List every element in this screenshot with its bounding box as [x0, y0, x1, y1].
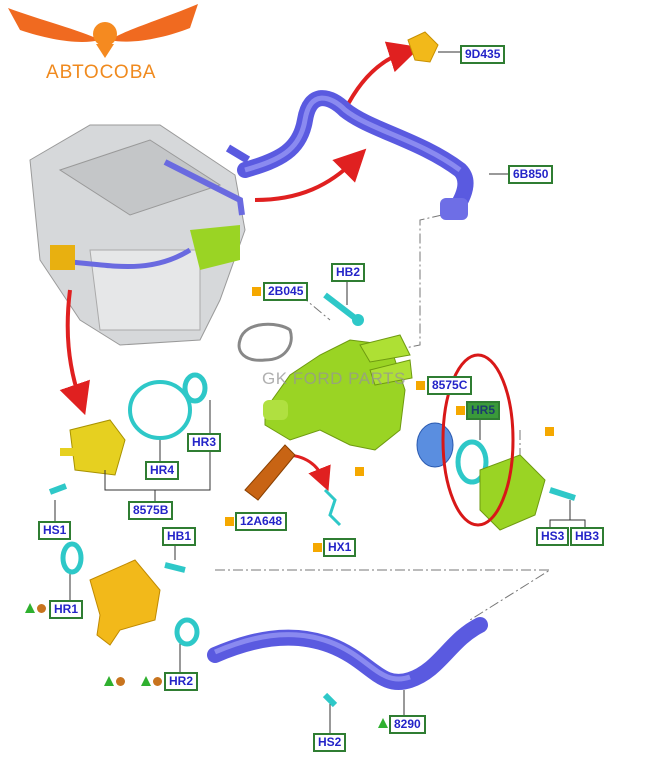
arrow-icon	[343, 41, 421, 111]
marker-triangle-icon	[25, 603, 35, 613]
clip-9d435	[407, 31, 439, 63]
logo-owl-icon	[8, 4, 198, 58]
ring-hr3	[182, 372, 208, 404]
part-label-hs1[interactable]: HS1	[38, 521, 72, 540]
part-label-hr2[interactable]: HR2	[164, 672, 199, 691]
highlight-circle	[441, 353, 515, 527]
marker-square-icon	[545, 427, 554, 436]
gasket-2b045	[237, 322, 293, 362]
part-label-hb1[interactable]: HB1	[162, 527, 197, 546]
marker-triangle-icon	[378, 718, 388, 728]
bolt-hb2	[323, 292, 357, 321]
part-label-hb2[interactable]: HB2	[331, 263, 366, 282]
bolt-hs1	[48, 483, 68, 495]
hose-8290	[207, 617, 488, 690]
ring-hr5	[455, 439, 489, 485]
bolt-hb1	[164, 562, 186, 573]
marker-square-icon	[416, 381, 425, 390]
marker-circle-icon	[37, 604, 46, 613]
part-label-hr3[interactable]: HR3	[187, 433, 222, 452]
hose-6b850	[225, 90, 474, 220]
part-label-8575b[interactable]: 8575B	[128, 501, 174, 520]
part-label-hr4[interactable]: HR4	[145, 461, 180, 480]
marker-triangle-icon	[104, 676, 114, 686]
ring-hr2	[174, 617, 200, 647]
marker-square-icon	[355, 467, 364, 476]
logo-text: АВТОСОВА	[46, 62, 157, 83]
thermostat-part	[416, 422, 454, 468]
part-label-6b850[interactable]: 6B850	[508, 165, 554, 184]
marker-square-icon	[313, 543, 322, 552]
marker-triangle-icon	[141, 676, 151, 686]
part-label-2b045[interactable]: 2B045	[263, 282, 309, 301]
arrow-icon	[254, 148, 367, 202]
marker-square-icon	[225, 517, 234, 526]
part-label-8575c[interactable]: 8575C	[427, 376, 473, 395]
part-label-12a648[interactable]: 12A648	[235, 512, 288, 531]
part-label-hr1[interactable]: HR1	[49, 600, 84, 619]
marker-square-icon	[252, 287, 261, 296]
watermark: GK FORD PARTS	[262, 369, 406, 388]
clip-hx1	[323, 488, 342, 527]
part-label-8290[interactable]: 8290	[389, 715, 426, 734]
part-label-hs3[interactable]: HS3	[536, 527, 570, 546]
water-outlet	[89, 559, 161, 646]
engine-block	[29, 124, 246, 346]
marker-circle-icon	[116, 677, 125, 686]
thermostat-housing-8575c	[263, 334, 413, 451]
part-label-hb3[interactable]: HB3	[570, 527, 605, 546]
sensor-12a648	[244, 444, 296, 501]
bolt-hs2	[322, 692, 338, 708]
part-label-9d435[interactable]: 9D435	[460, 45, 506, 64]
part-label-hr5[interactable]: HR5	[466, 401, 501, 420]
ring-hr4	[128, 380, 192, 440]
marker-circle-icon	[153, 677, 162, 686]
part-label-hx1[interactable]: HX1	[323, 538, 357, 557]
bolt-hs3-hb3	[549, 487, 576, 501]
thermostat-8575b	[60, 419, 126, 476]
ring-hr1	[60, 541, 84, 575]
arrow-icon	[59, 289, 90, 416]
part-label-hs2[interactable]: HS2	[313, 733, 347, 752]
marker-square-icon	[456, 406, 465, 415]
